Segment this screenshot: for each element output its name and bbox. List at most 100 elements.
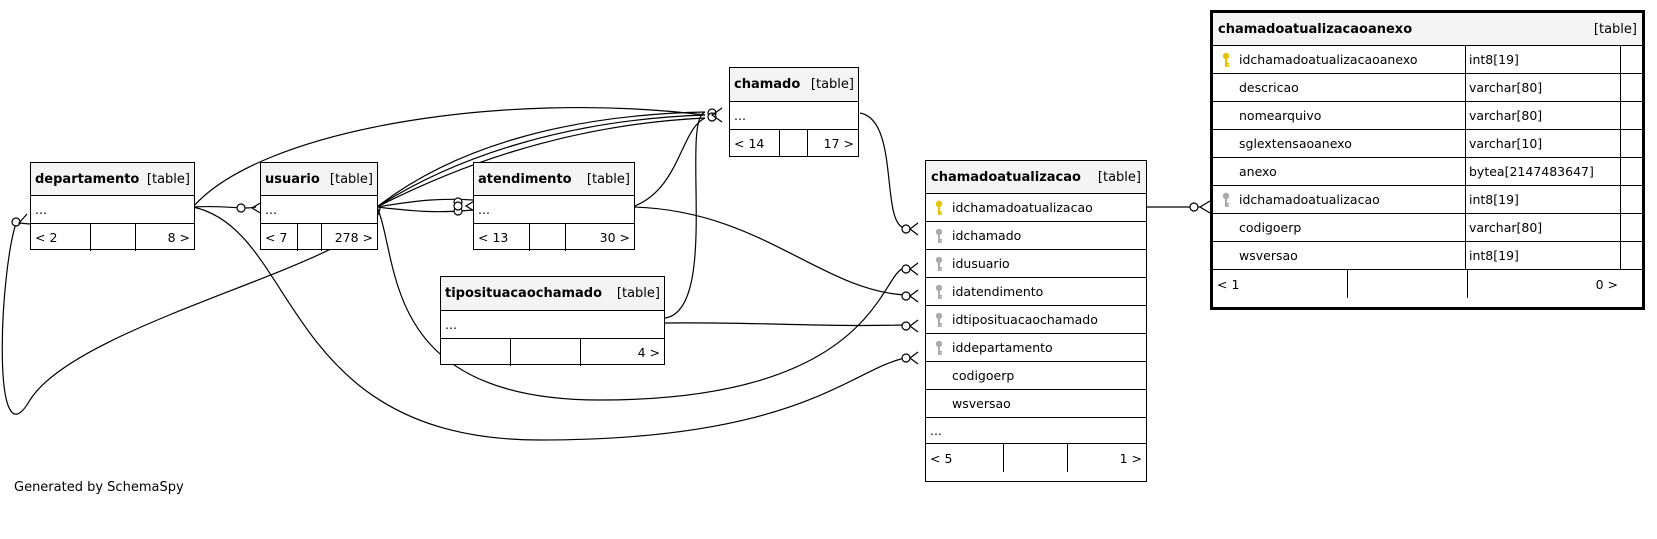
edge-departamento-chamado	[192, 106, 706, 208]
children-count[interactable]: 278 >	[334, 230, 373, 245]
crow-foot	[710, 107, 723, 123]
edge-end-circle	[901, 264, 911, 274]
column-name: wsversao	[1239, 248, 1298, 263]
column-extra-cell	[1620, 130, 1642, 157]
column-name: idchamadoatualizacao	[952, 200, 1093, 215]
relation-counts: < 5 1 >	[926, 444, 1146, 472]
table-chamadoatualizacao[interactable]: chamadoatualizacao [table] idchamadoatua…	[925, 160, 1147, 482]
table-tag: [table]	[1593, 21, 1637, 37]
table-tag: [table]	[1097, 169, 1141, 185]
crow-foot	[909, 262, 919, 276]
column-name: idusuario	[952, 256, 1010, 271]
table-chamadoatualizacaoanexo[interactable]: chamadoatualizacaoanexo [table] idchamad…	[1210, 10, 1645, 310]
relation-counts: < 7 278 >	[261, 224, 377, 251]
parents-count[interactable]: < 2	[31, 224, 91, 251]
column-type: int8[19]	[1465, 186, 1620, 213]
edge-end-circle	[707, 112, 717, 122]
parents-count[interactable]: < 14	[730, 130, 780, 157]
parents-count[interactable]: < 13	[474, 224, 530, 251]
table-name: departamento	[35, 171, 140, 187]
column-row[interactable]: codigoerp varchar[80]	[1213, 214, 1642, 242]
columns-collapsed[interactable]: ...	[474, 196, 634, 224]
table-header: departamento [table]	[31, 163, 194, 196]
table-name: tiposituacaochamado	[445, 286, 603, 301]
crow-foot	[909, 351, 919, 365]
children-count[interactable]: 8 >	[167, 230, 190, 245]
column-name: nomearquivo	[1239, 108, 1322, 123]
edge-departamento-ca	[192, 206, 906, 441]
table-chamado[interactable]: chamado [table] ... < 14 17 >	[729, 67, 859, 157]
column-row[interactable]: idchamadoatualizacao	[926, 194, 1146, 222]
relation-counts: < 2 8 >	[31, 224, 194, 251]
column-name: iddepartamento	[952, 340, 1053, 355]
table-name: usuario	[265, 171, 320, 187]
crow-foot	[1198, 200, 1211, 214]
rows-count	[298, 224, 322, 251]
edge-end-circle	[1189, 202, 1199, 212]
column-row[interactable]: idtiposituacaochamado	[926, 306, 1146, 334]
column-extra-cell	[1620, 242, 1642, 269]
parents-count[interactable]	[441, 339, 511, 366]
parents-count[interactable]: < 5	[926, 444, 1004, 472]
column-row[interactable]: wsversao	[926, 390, 1146, 418]
columns-collapsed[interactable]: ...	[31, 196, 194, 224]
table-header: atendimento [table]	[474, 163, 634, 196]
table-atendimento[interactable]: atendimento [table] ... < 13 30 >	[473, 162, 635, 251]
table-tag: [table]	[810, 77, 854, 92]
children-count[interactable]: 4 >	[637, 345, 660, 360]
crow-foot	[17, 213, 31, 225]
column-row[interactable]: idatendimento	[926, 278, 1146, 306]
column-name-cell: wsversao	[1213, 242, 1465, 269]
column-name: descricao	[1239, 80, 1299, 95]
column-row[interactable]: idusuario	[926, 250, 1146, 278]
rows-count	[91, 224, 136, 251]
column-type: varchar[80]	[1465, 214, 1620, 241]
children-count[interactable]: 30 >	[599, 230, 630, 245]
rows-count	[780, 130, 808, 157]
children-count[interactable]: 17 >	[823, 136, 854, 151]
columns-more[interactable]: ...	[926, 418, 1146, 444]
relation-counts: 4 >	[441, 339, 664, 366]
crow-foot	[250, 201, 263, 215]
fk-key-icon	[932, 256, 946, 272]
edge-usuario-atendimento-2	[376, 206, 474, 213]
table-header: usuario [table]	[261, 163, 377, 196]
column-row[interactable]: iddepartamento	[926, 334, 1146, 362]
edge-chamado-ca	[859, 112, 906, 229]
table-tag: [table]	[616, 286, 660, 301]
table-name: chamadoatualizacaoanexo	[1218, 21, 1413, 37]
edge-end-circle	[453, 201, 463, 211]
relation-counts: < 13 30 >	[474, 224, 634, 251]
parents-count[interactable]: < 1	[1213, 270, 1348, 298]
table-usuario[interactable]: usuario [table] ... < 7 278 >	[260, 162, 378, 251]
parents-count[interactable]: < 7	[261, 224, 298, 251]
rows-count	[1348, 270, 1468, 298]
column-name: codigoerp	[952, 368, 1015, 383]
column-row[interactable]: idchamado	[926, 222, 1146, 250]
columns-collapsed[interactable]: ...	[261, 196, 377, 224]
column-name: codigoerp	[1239, 220, 1302, 235]
table-name: atendimento	[478, 171, 572, 187]
columns-collapsed[interactable]: ...	[730, 102, 858, 130]
children-count[interactable]: 1 >	[1119, 450, 1142, 466]
column-row[interactable]: codigoerp	[926, 362, 1146, 390]
children-count[interactable]: 0 >	[1595, 276, 1618, 292]
table-tag: [table]	[146, 171, 190, 187]
table-tiposituacaochamado[interactable]: tiposituacaochamado [table] ... 4 >	[440, 276, 665, 366]
table-departamento[interactable]: departamento [table] ... < 2 8 >	[30, 162, 195, 251]
column-name-cell: descricao	[1213, 74, 1465, 101]
column-extra-cell	[1620, 186, 1642, 213]
crow-foot	[909, 319, 919, 333]
edge-atendimento-ca	[631, 206, 906, 296]
pk-key-icon	[1219, 52, 1233, 68]
column-name: wsversao	[952, 396, 1011, 411]
columns-collapsed[interactable]: ...	[441, 311, 664, 339]
